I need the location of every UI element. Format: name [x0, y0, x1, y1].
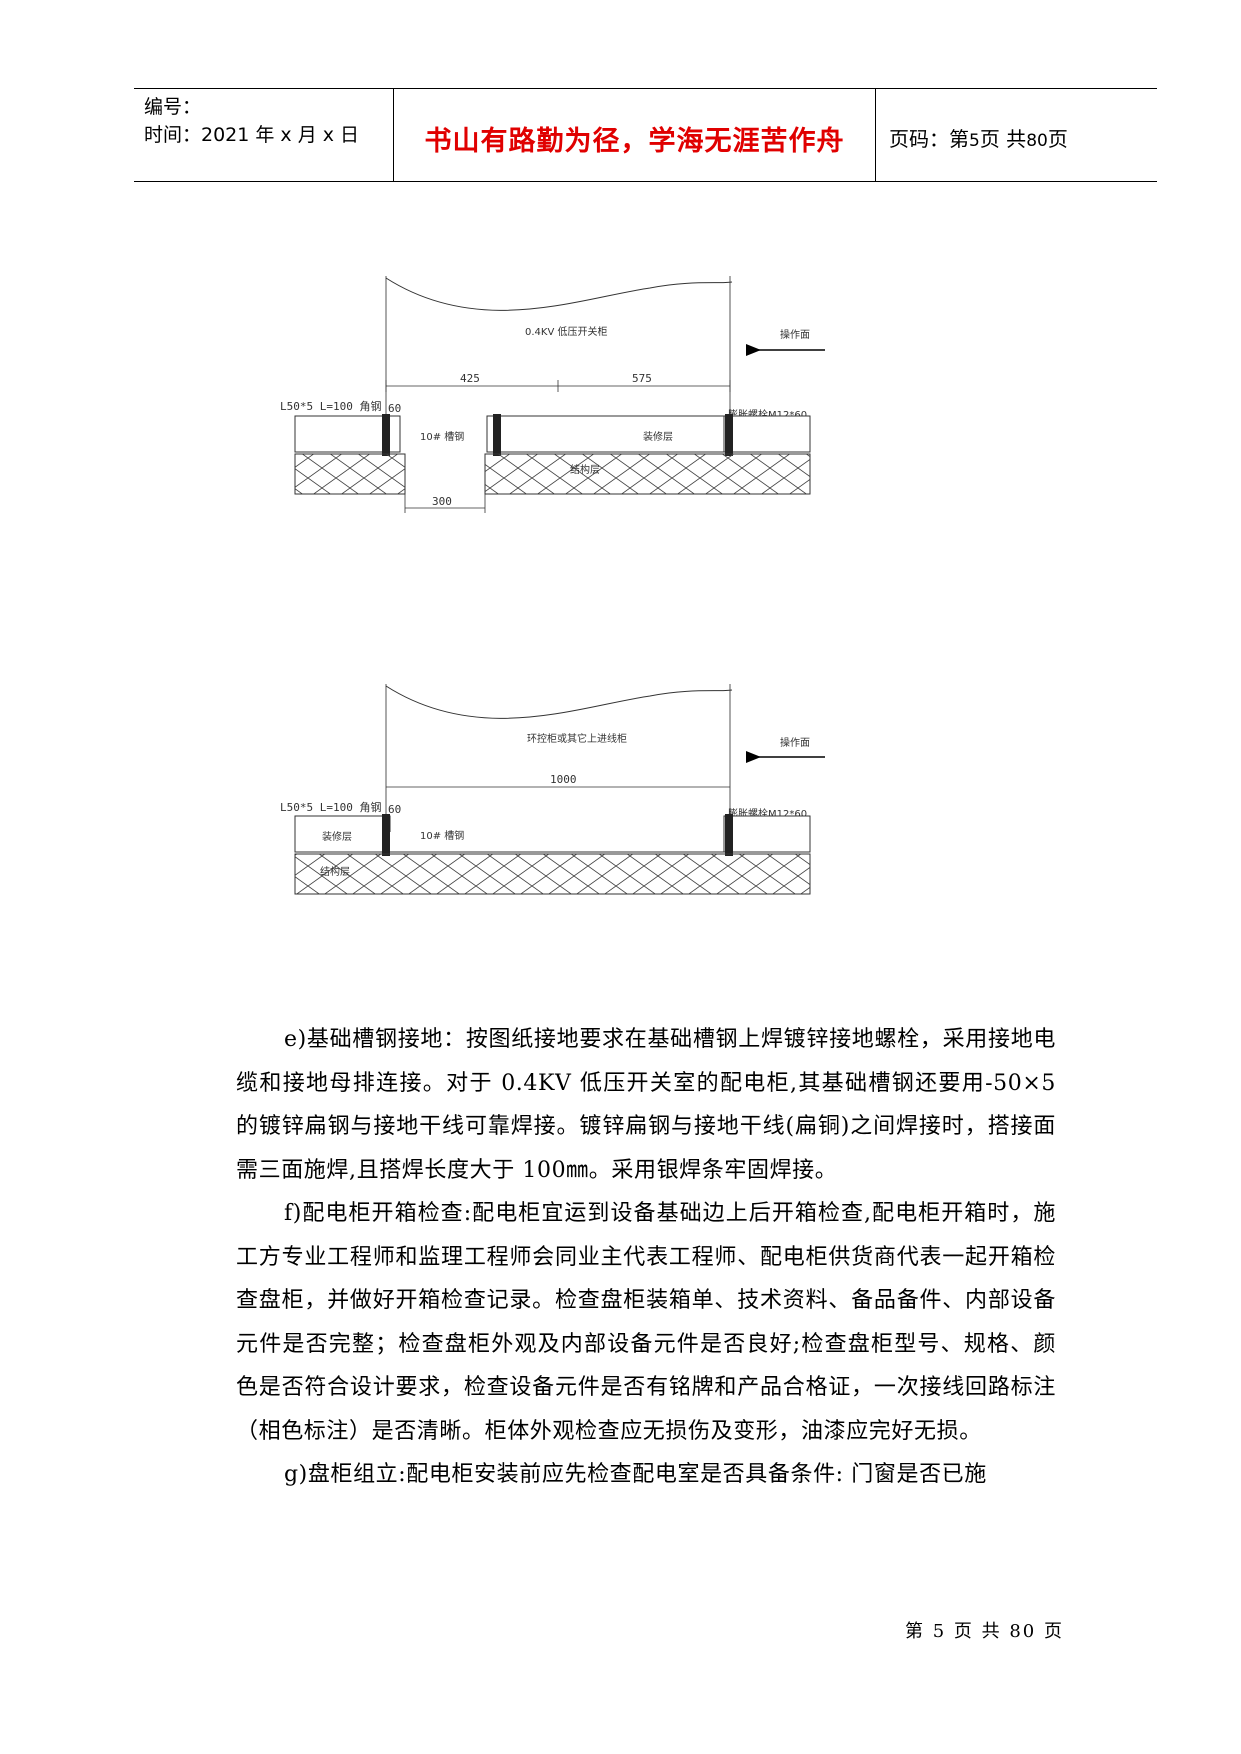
page-suffix: 页 — [1047, 127, 1068, 151]
drawing-2-svg: 环控柜或其它上进线柜 操作面 1000 L50*5 L=100 角钢 60 膨胀… — [280, 684, 825, 895]
dimension-575: 575 — [632, 372, 652, 385]
dimension-60: 60 — [388, 402, 401, 415]
page-prefix: 页码：第 — [889, 127, 969, 151]
structure-layer-label: 结构层 — [570, 463, 600, 476]
page-footer: 第 5 页 共 80 页 — [905, 1621, 1064, 1642]
header-divider — [875, 89, 876, 181]
dimension-425: 425 — [460, 372, 480, 385]
drawing-1-svg: 0.4KV 低压开关柜 操作面 425 575 L50*5 L=100 角钢 6… — [280, 276, 825, 513]
paragraph-f: f)配电柜开箱检查:配电柜宜运到设备基础边上后开箱检查,配电柜开箱时，施工方专业… — [236, 1201, 1056, 1444]
finish-layer-label: 装修层 — [643, 430, 673, 443]
structure-layer-label: 结构层 — [320, 865, 350, 878]
header-page-info: 页码：第5页 共80页 — [889, 123, 1068, 152]
operation-face-label: 操作面 — [780, 736, 810, 749]
angle-steel-label: L50*5 L=100 角钢 — [280, 400, 381, 413]
dimension-1000: 1000 — [550, 773, 577, 786]
finish-layer-label: 装修层 — [322, 830, 352, 843]
page-header: 编号： 时间：2021 年 x 月 x 日 书山有路勤为径，学海无涯苦作舟 页码… — [134, 88, 1157, 182]
operation-face-label: 操作面 — [780, 328, 810, 341]
paragraph-e: e)基础槽钢接地：按图纸接地要求在基础槽钢上焊镀锌接地螺栓，采用接地电缆和接地母… — [236, 1027, 1056, 1183]
page-total: 80 — [1026, 131, 1048, 151]
header-divider — [393, 89, 394, 181]
body-text: e)基础槽钢接地：按图纸接地要求在基础槽钢上焊镀锌接地螺栓，采用接地电缆和接地母… — [236, 1018, 1056, 1497]
foundation-drawing-1: 0.4KV 低压开关柜 操作面 425 575 L50*5 L=100 角钢 6… — [280, 268, 860, 528]
paragraph-g: g)盘柜组立:配电柜安装前应先检查配电室是否具备条件: 门窗是否已施 — [284, 1462, 987, 1487]
page-number: 5 — [969, 131, 980, 151]
cabinet-label: 0.4KV 低压开关柜 — [525, 325, 607, 338]
document-time: 时间：2021 年 x 月 x 日 — [144, 124, 360, 146]
cabinet-label: 环控柜或其它上进线柜 — [527, 732, 627, 745]
dimension-300: 300 — [432, 495, 452, 508]
header-motto: 书山有路勤为径，学海无涯苦作舟 — [424, 126, 845, 157]
channel-steel-label: 10# 槽钢 — [420, 829, 464, 842]
dimension-60: 60 — [388, 803, 401, 816]
angle-steel-label: L50*5 L=100 角钢 — [280, 801, 381, 814]
page-mid: 页 共 — [979, 127, 1027, 151]
channel-steel-label: 10# 槽钢 — [420, 430, 464, 443]
header-meta: 编号： 时间：2021 年 x 月 x 日 — [144, 93, 394, 149]
foundation-drawing-2: 环控柜或其它上进线柜 操作面 1000 L50*5 L=100 角钢 60 膨胀… — [280, 676, 860, 916]
document-number-label: 编号： — [144, 96, 202, 118]
